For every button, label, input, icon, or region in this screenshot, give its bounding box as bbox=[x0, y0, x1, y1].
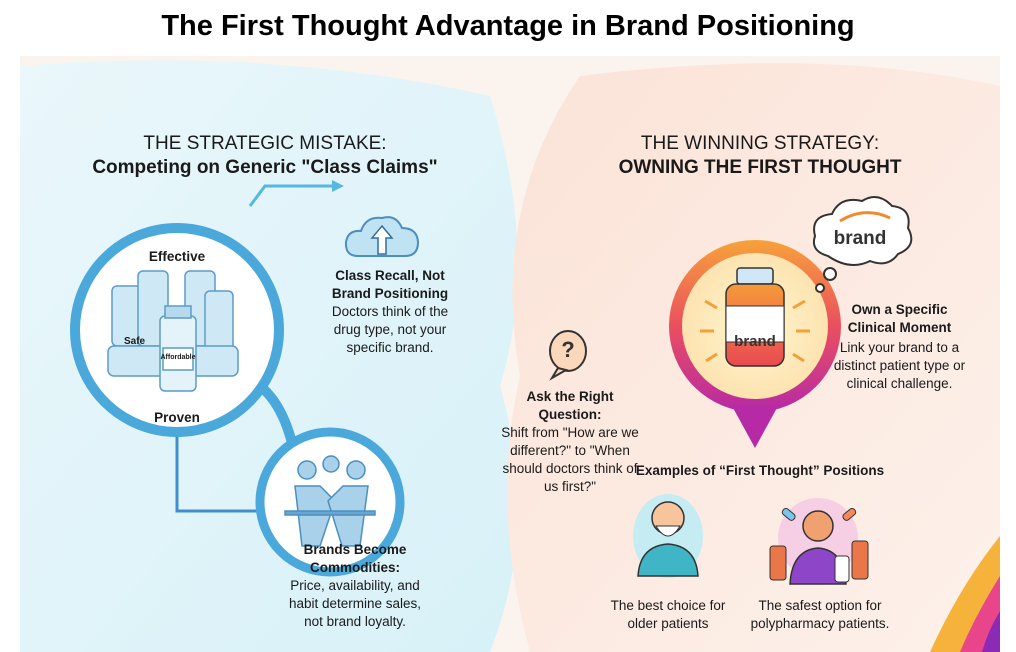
example-polypharmacy-patients: The safest option for polypharmacy patie… bbox=[750, 598, 890, 631]
class-recall-text: Class Recall, Not Brand Positioning Doct… bbox=[320, 267, 460, 357]
cloud-upload-icon bbox=[344, 216, 420, 257]
claim-affordable: Affordable bbox=[160, 354, 196, 361]
own-moment-title-2: Clinical Moment bbox=[847, 320, 952, 335]
left-heading-line1: THE STRATEGIC MISTAKE: bbox=[143, 133, 387, 154]
infographic: THE STRATEGIC MISTAKE: Competing on Gene… bbox=[20, 56, 1000, 652]
own-moment-text: Own a Specific Clinical Moment Link your… bbox=[832, 301, 967, 393]
polypharmacy-patient-icon bbox=[769, 498, 869, 585]
claim-safe: Safe bbox=[124, 336, 146, 347]
ask-question-title-1: Ask the Right bbox=[526, 389, 614, 404]
corner-swoosh-inner bbox=[982, 611, 1000, 652]
background-shapes bbox=[20, 60, 1000, 652]
right-heading-line2: OWNING THE FIRST THOUGHT bbox=[618, 157, 902, 178]
arrow-to-cloud bbox=[248, 184, 332, 207]
class-recall-title-1: Class Recall, Not bbox=[335, 268, 445, 283]
ask-question-text: Ask the Right Question: Shift from "How … bbox=[500, 388, 640, 496]
commodities-title-2: Commodities: bbox=[309, 560, 400, 575]
commodities-text: Brands Become Commodities: Price, availa… bbox=[285, 541, 425, 631]
page-title: The First Thought Advantage in Brand Pos… bbox=[161, 10, 855, 42]
ask-question-body: Shift from "How are we different?" to "W… bbox=[501, 425, 639, 494]
own-moment-title-1: Own a Specific bbox=[851, 302, 948, 317]
own-moment-body: Link your brand to a distinct patient ty… bbox=[833, 340, 966, 391]
ask-question-title-2: Question: bbox=[538, 407, 602, 422]
question-mark-icon: ? bbox=[561, 337, 575, 362]
thought-cloud-icon bbox=[812, 196, 913, 293]
claim-proven: Proven bbox=[154, 410, 200, 425]
claim-effective: Effective bbox=[148, 249, 206, 264]
left-heading-line2: Competing on Generic "Class Claims" bbox=[92, 157, 438, 178]
arrow-to-commodities bbox=[175, 436, 290, 513]
example-older-patients: The best choice for older patients bbox=[610, 598, 726, 631]
generic-bottles-icon bbox=[107, 270, 239, 392]
class-recall-title-2: Brand Positioning bbox=[331, 286, 449, 301]
commodities-title-1: Brands Become bbox=[303, 542, 407, 557]
commodities-body: Price, availability, and habit determine… bbox=[288, 578, 422, 629]
bottle-brand-label: brand bbox=[734, 333, 776, 350]
class-recall-body: Doctors think of the drug type, not your… bbox=[331, 304, 449, 355]
older-patient-icon bbox=[633, 494, 703, 578]
arrow-head bbox=[332, 180, 344, 192]
brand-bottle-pin bbox=[669, 240, 841, 448]
handshake-people-icon bbox=[284, 455, 376, 547]
right-heading-line1: THE WINNING STRATEGY: bbox=[640, 133, 880, 154]
question-bubble-icon bbox=[549, 330, 587, 381]
shine-rays bbox=[700, 299, 810, 363]
thought-brand-label: brand bbox=[833, 228, 887, 249]
examples-heading: Examples of “First Thought” Positions bbox=[635, 463, 885, 478]
